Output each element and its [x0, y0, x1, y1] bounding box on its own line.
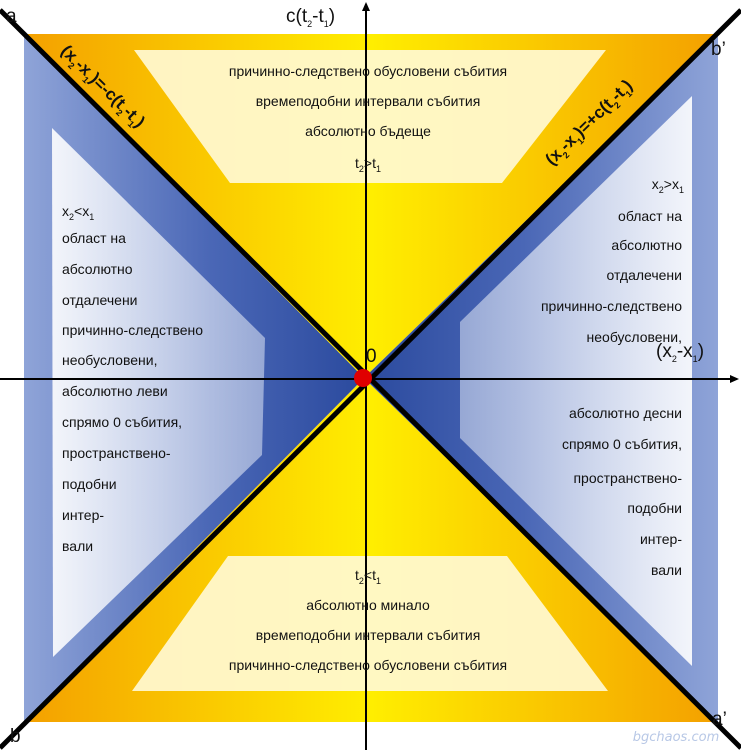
left-line-4: причинно-следствено: [62, 322, 203, 338]
left-line-3: отдалечени: [62, 292, 138, 308]
left-panel: [52, 128, 265, 657]
left-line-7: спрямо 0 събития,: [62, 414, 182, 430]
right-zone-lower-text: абсолютно десни спрямо 0 събития, простр…: [562, 405, 682, 578]
left-line-5: необусловени,: [62, 352, 157, 368]
left-line-9: подобни: [62, 476, 117, 492]
right-lower-line-5: интер-: [640, 531, 682, 547]
right-lower-line-3: пространствено-: [573, 470, 682, 486]
future-panel: [134, 50, 606, 183]
past-line-2: времеподобни интервали събития: [256, 627, 481, 643]
left-line-10: интер-: [62, 507, 104, 523]
past-condition: t2<t1: [355, 567, 381, 586]
right-upper-line-5: необусловени,: [587, 329, 682, 345]
future-line-2: времеподобни интервали събития: [256, 93, 481, 109]
right-lower-line-4: подобни: [627, 500, 682, 516]
origin-event: [354, 369, 372, 387]
right-zone-upper-text: x2>x1 област на абсолютно отдалечени при…: [541, 176, 684, 345]
right-lower-line-2: спрямо 0 събития,: [562, 436, 682, 452]
past-line-1: абсолютно минало: [306, 597, 430, 613]
corner-a: a: [6, 6, 17, 27]
right-upper-line-1: област на: [618, 208, 682, 224]
right-lower-line-6: вали: [651, 562, 682, 578]
right-lower-line-1: абсолютно десни: [569, 405, 682, 421]
corner-b-prime: b’: [711, 39, 726, 60]
vertical-axis-label: c(t2-t1): [286, 6, 335, 29]
origin-label: 0: [366, 346, 377, 367]
right-upper-line-2: абсолютно: [611, 237, 682, 253]
future-text: причинно-следствено обусловени събития в…: [229, 63, 507, 174]
past-panel: [132, 556, 608, 691]
past-line-3: причинно-следствено обусловени събития: [229, 657, 507, 673]
corner-b: b: [10, 726, 21, 747]
left-line-1: област на: [62, 230, 126, 246]
corner-a-prime: a’: [712, 709, 727, 730]
left-line-8: пространствено-: [62, 445, 171, 461]
right-panel: [460, 96, 692, 666]
right-upper-line-3: отдалечени: [606, 267, 682, 283]
left-line-2: абсолютно: [62, 261, 133, 277]
watermark: bgchaos.com: [633, 730, 719, 745]
left-zone-text: x2<x1 област на абсолютно отдалечени при…: [62, 203, 203, 554]
horizontal-axis-label: (x2-x1): [656, 341, 704, 364]
left-line-11: вали: [62, 538, 93, 554]
past-text: t2<t1 абсолютно минало времеподобни инте…: [229, 567, 507, 673]
future-line-3: абсолютно бъдеще: [305, 123, 431, 139]
right-condition: x2>x1: [652, 176, 684, 195]
right-upper-line-4: причинно-следствено: [541, 298, 682, 314]
future-condition: t2>t1: [355, 155, 381, 174]
left-line-6: абсолютно леви: [62, 383, 168, 399]
future-line-1: причинно-следствено обусловени събития: [229, 63, 507, 79]
left-condition: x2<x1: [62, 203, 94, 222]
